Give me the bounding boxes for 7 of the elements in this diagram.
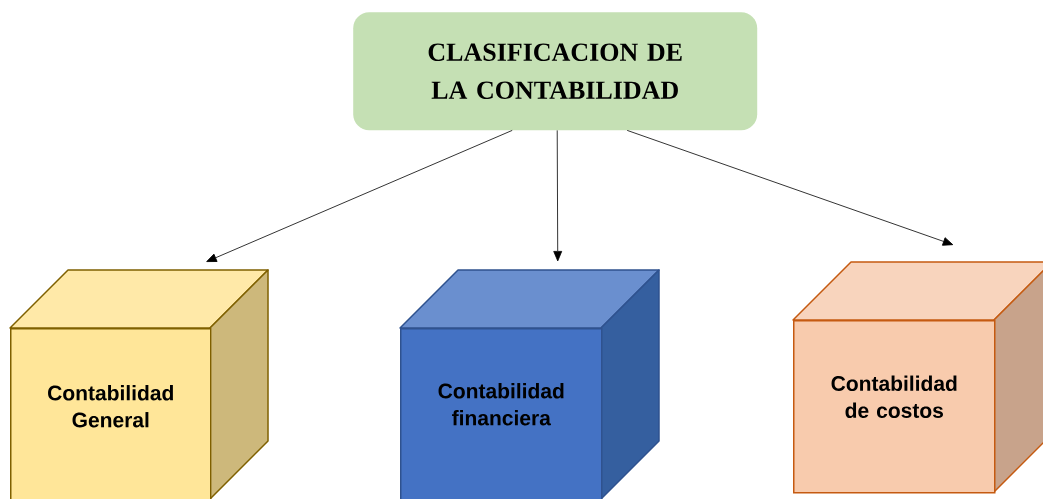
arrow xyxy=(553,130,563,262)
title-box: CLASIFICACION DE LA CONTABILIDAD xyxy=(353,12,758,131)
arrow xyxy=(626,130,954,246)
cube-box: Contabilidad financiera xyxy=(399,269,660,499)
cube-box: Contabilidad de costos xyxy=(792,261,1043,494)
arrow xyxy=(206,130,513,262)
cube-box: Contabilidad General xyxy=(9,269,269,499)
